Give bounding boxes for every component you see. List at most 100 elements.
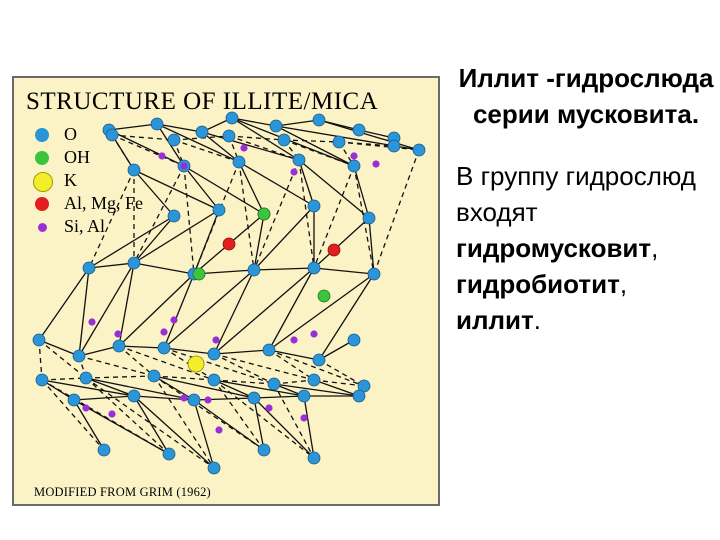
body-intro: В группу гидрослюд входят <box>456 161 696 227</box>
silicon-atom <box>300 414 308 422</box>
oxygen-atom <box>307 373 321 387</box>
oxygen-atom <box>277 133 291 147</box>
si-al-purple-dot <box>37 222 47 232</box>
legend-label: Al, Mg, Fe <box>64 193 144 213</box>
silicon-atom <box>180 394 188 402</box>
oxygen-atom <box>332 135 346 149</box>
body-separator: , <box>651 233 659 263</box>
oxygen-atom <box>312 113 326 127</box>
oh-group-green-circle <box>35 151 49 165</box>
oxygen-atom <box>307 261 321 275</box>
o-atom-blue-circle <box>35 128 49 142</box>
oxygen-atom <box>195 125 209 139</box>
oxygen-atom <box>207 373 221 387</box>
silicon-atom <box>108 410 116 418</box>
oxygen-atom <box>262 343 276 357</box>
oxygen-atom <box>112 339 126 353</box>
body-term-hydromuscovite: гидромусковит <box>456 233 652 263</box>
silicon-atom <box>82 404 90 412</box>
oxygen-atom <box>162 447 176 461</box>
silicon-atom <box>160 328 168 336</box>
legend-label: Si, Al <box>64 216 106 236</box>
silicon-atom <box>88 318 96 326</box>
body-term-illite: иллит <box>456 305 534 335</box>
al-mg-fe-red-circle <box>35 197 49 211</box>
oxygen-atom <box>347 333 361 347</box>
silicon-atom <box>215 426 223 434</box>
slide-heading: Иллит -гидрослюда серии мусковита. <box>458 63 714 129</box>
oxygen-atom <box>35 373 49 387</box>
oxygen-atom <box>247 391 261 405</box>
legend-label: OH <box>64 147 90 167</box>
silicon-atom <box>310 330 318 338</box>
silicon-atom <box>372 160 380 168</box>
oxygen-atom <box>150 117 164 131</box>
silicon-atom <box>350 152 358 160</box>
silicon-atom <box>180 162 188 170</box>
oxygen-atom <box>187 393 201 407</box>
legend-label: K <box>64 170 77 190</box>
slide-body: В группу гидрослюд входят гидромусковит,… <box>456 158 716 338</box>
oxygen-atom <box>307 451 321 465</box>
silicon-atom <box>265 404 273 412</box>
oxygen-atom <box>79 371 93 385</box>
oxygen-atom <box>32 333 46 347</box>
silicon-atom <box>240 144 248 152</box>
oxygen-atom <box>292 153 306 167</box>
body-separator: , <box>619 269 628 299</box>
aluminium-cation <box>327 243 341 257</box>
oxygen-atom <box>387 139 401 153</box>
silicon-atom <box>170 316 178 324</box>
oxygen-atom <box>97 443 111 457</box>
body-end: . <box>533 305 541 335</box>
crystal-structure-diagram <box>32 111 426 475</box>
oxygen-atom <box>157 341 171 355</box>
oxygen-atom <box>362 211 376 225</box>
oxygen-atom <box>312 353 326 367</box>
oxygen-atom <box>352 389 366 403</box>
oxygen-atom <box>352 123 366 137</box>
oxygen-atom <box>127 163 141 177</box>
oxygen-atom <box>127 389 141 403</box>
hydroxyl-group <box>257 207 271 221</box>
figure-title: STRUCTURE OF ILLITE/MICA <box>26 88 379 115</box>
oxygen-atom <box>167 133 181 147</box>
silicon-atom <box>212 336 220 344</box>
figure-caption: MODIFIED FROM GRIM (1962) <box>34 485 211 499</box>
oxygen-atom <box>225 111 239 125</box>
silicon-atom <box>204 396 212 404</box>
oxygen-atom <box>105 128 119 142</box>
oxygen-atom <box>357 379 371 393</box>
oxygen-atom <box>72 349 86 363</box>
oxygen-atom <box>67 393 81 407</box>
hydroxyl-group <box>192 267 206 281</box>
body-term-hydrobiotite: гидробиотит <box>456 269 620 299</box>
oxygen-atom <box>207 347 221 361</box>
oxygen-atom <box>307 199 321 213</box>
oxygen-atom <box>267 377 281 391</box>
oxygen-atom <box>367 267 381 281</box>
slide-text: Иллит -гидрослюда серии мусковита. В гру… <box>456 60 716 338</box>
hydroxyl-group <box>317 289 331 303</box>
oxygen-atom <box>412 143 426 157</box>
legend-label: O <box>64 124 77 144</box>
oxygen-atom <box>167 209 181 223</box>
oxygen-atom <box>297 389 311 403</box>
aluminium-cation <box>222 237 236 251</box>
silicon-atom <box>158 152 166 160</box>
silicon-atom <box>114 330 122 338</box>
k-atom-yellow-circle <box>33 172 53 192</box>
oxygen-atom <box>269 119 283 133</box>
oxygen-atom <box>222 129 236 143</box>
oxygen-atom <box>347 159 361 173</box>
oxygen-atom <box>127 256 141 270</box>
oxygen-atom <box>247 263 261 277</box>
oxygen-atom <box>232 155 246 169</box>
silicon-atom <box>290 336 298 344</box>
illite-structure-figure: STRUCTURE OF ILLITE/MICA O OH K Al, Mg, Fe S… <box>12 76 440 506</box>
oxygen-atom <box>147 369 161 383</box>
potassium-atom <box>187 355 205 373</box>
oxygen-atom <box>207 461 221 475</box>
oxygen-atom <box>257 443 271 457</box>
silicon-atom <box>290 168 298 176</box>
